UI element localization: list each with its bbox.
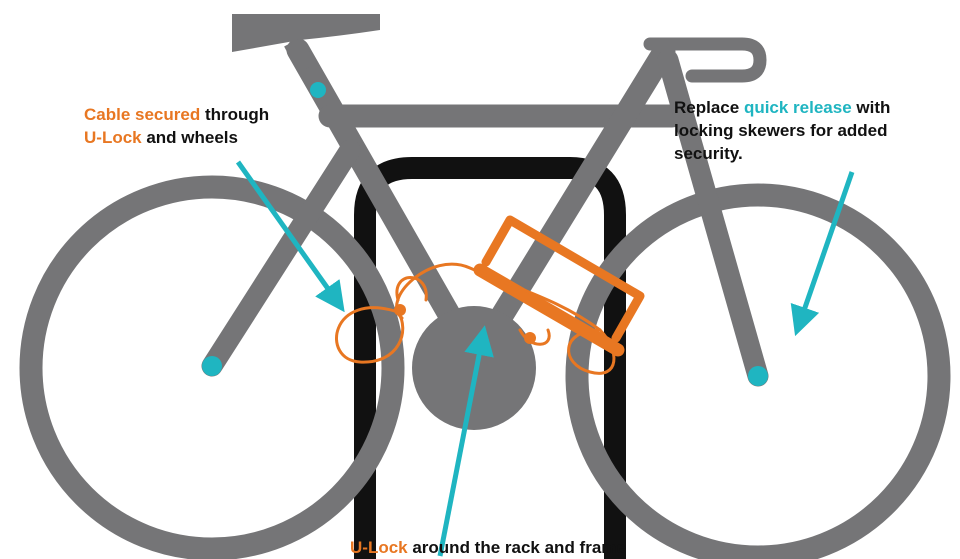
callout-quick-highlight: quick release xyxy=(744,98,852,117)
callout-cable-highlight-2: U-Lock xyxy=(84,128,142,147)
callout-cable-text-2: and wheels xyxy=(142,128,238,147)
callout-ulock: U-Lock around the rack and frame xyxy=(350,536,690,559)
front-hub xyxy=(748,366,768,386)
callout-cable: Cable secured through U-Lock and wheels xyxy=(84,103,314,149)
callout-quick-text-1: Replace xyxy=(674,98,744,117)
chainring xyxy=(412,306,536,430)
callout-quick-release: Replace quick release with locking skewe… xyxy=(674,96,944,165)
callout-cable-highlight-1: Cable secured xyxy=(84,105,200,124)
callout-ulock-text: around the rack and frame xyxy=(408,538,626,557)
callout-ulock-highlight: U-Lock xyxy=(350,538,408,557)
seat-clamp-dot xyxy=(310,82,326,98)
rear-hub xyxy=(202,356,222,376)
callout-cable-text-1: through xyxy=(200,105,269,124)
